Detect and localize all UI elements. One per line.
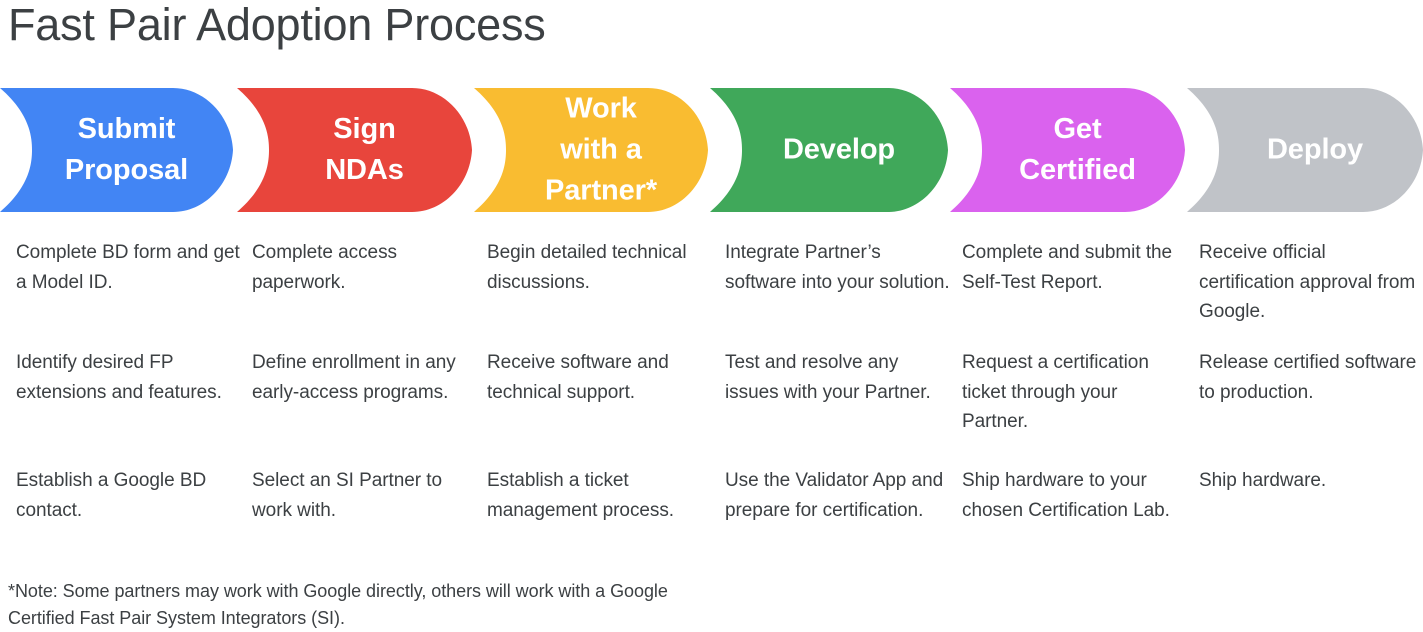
stage-detail-item: Receive official certification approval … <box>1199 242 1416 322</box>
stage-detail-item: Identify desired FP extensions and featu… <box>16 352 222 403</box>
stage-label-work-with-a-partner: Work with a Partner* <box>544 92 658 207</box>
stage-label-submit-proposal: Submit Proposal <box>64 113 189 186</box>
stage-chevron-sign-ndas[interactable]: Sign NDAs <box>237 88 472 212</box>
stage-detail-item: Release certified software to production… <box>1199 352 1417 403</box>
chevron-shape <box>710 88 948 212</box>
stage-chevron-work-with-a-partner[interactable]: Work with a Partner* <box>474 88 708 212</box>
stage-chevron-develop[interactable]: Develop <box>710 88 948 212</box>
stage-detail-item: Ship hardware. <box>1199 470 1327 491</box>
chevron-shape <box>950 88 1185 212</box>
stage-detail-item: Complete access paperwork. <box>252 242 397 293</box>
stage-detail-item: Establish a ticket management process. <box>487 470 675 521</box>
page-title: Fast Pair Adoption Process <box>8 0 546 50</box>
stage-label-sign-ndas: Sign NDAs <box>325 113 404 186</box>
stage-detail-item: Receive software and technical support. <box>487 352 669 403</box>
stage-chevron-get-certified[interactable]: Get Certified <box>950 88 1185 212</box>
stage-chevron-submit-proposal[interactable]: Submit Proposal <box>0 88 233 212</box>
stage-label-deploy: Deploy <box>1266 133 1364 166</box>
stage-chevron-deploy[interactable]: Deploy <box>1187 88 1423 212</box>
stage-label-get-certified: Get Certified <box>1019 113 1136 186</box>
stage-label-develop: Develop <box>782 133 896 166</box>
stage-detail-item: Integrate Partner’s software into your s… <box>725 242 950 293</box>
stage-detail-item: Define enrollment in any early-access pr… <box>252 352 456 403</box>
chevron-shape <box>0 88 233 212</box>
stage-detail-item: Request a certification ticket through y… <box>962 352 1149 432</box>
chevron-shape <box>474 88 708 212</box>
process-stage-band: Submit Proposal Sign NDAs Work with a Part… <box>0 88 1423 212</box>
stage-details-columns: Complete BD form and get a Model ID. Iden… <box>0 238 1423 558</box>
chevron-shape <box>237 88 472 212</box>
stage-detail-item: Ship hardware to your chosen Certificati… <box>962 470 1170 521</box>
stage-detail-item: Complete BD form and get a Model ID. <box>16 242 240 293</box>
stage-detail-item: Complete and submit the Self-Test Report… <box>962 242 1173 293</box>
stage-detail-item: Test and resolve any issues with your Pa… <box>725 352 931 403</box>
footnote-text: *Note: Some partners may work with Googl… <box>8 581 668 628</box>
chevron-shape <box>1187 88 1423 212</box>
stage-detail-item: Begin detailed technical discussions. <box>487 242 687 293</box>
stage-detail-item: Use the Validator App and prepare for ce… <box>725 470 944 521</box>
stage-detail-item: Establish a Google BD contact. <box>16 470 207 521</box>
stage-detail-item: Select an SI Partner to work with. <box>252 470 443 521</box>
